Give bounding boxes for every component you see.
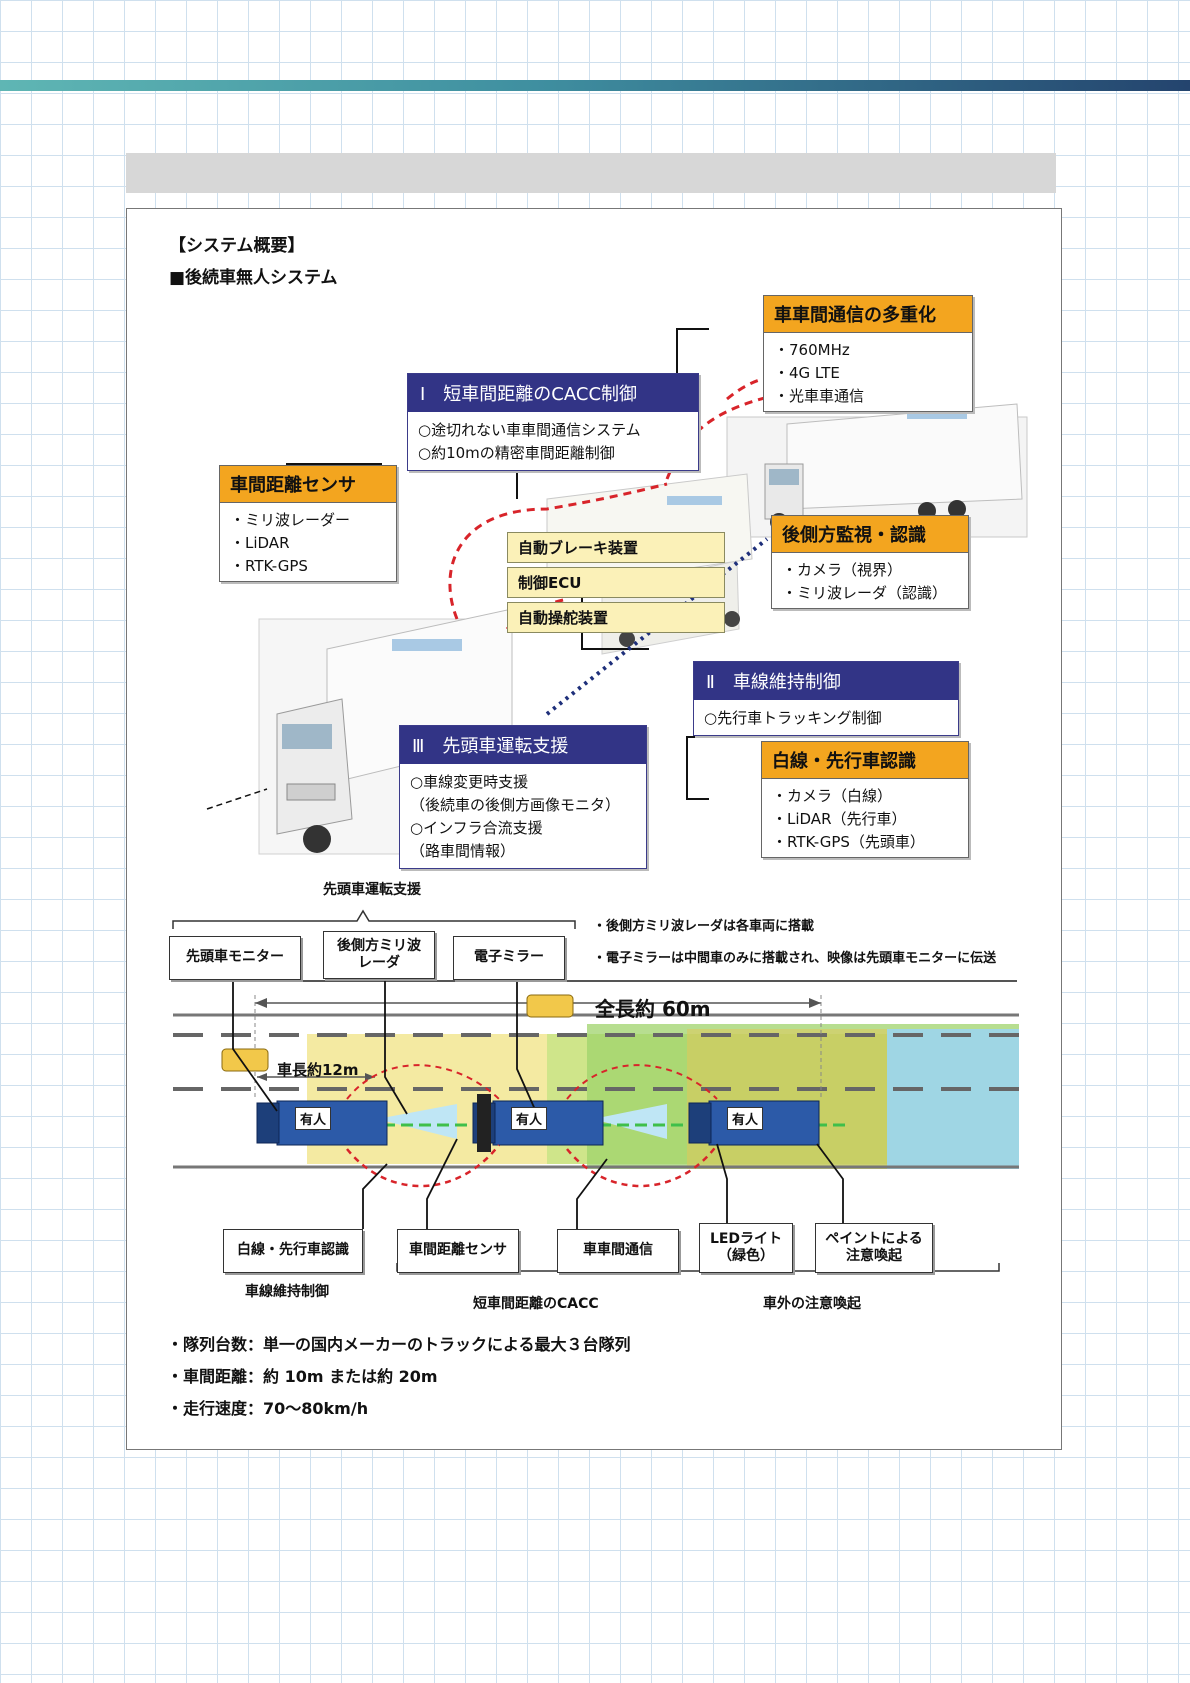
lane-keep-title: Ⅱ 車線維持制御 (694, 662, 958, 700)
total-length-label: 全長約 60m (595, 997, 711, 1021)
coverage-zone-blue (887, 1029, 1019, 1169)
sensor-item: ・RTK-GPS (230, 557, 308, 575)
white-line-box: 白線・先行車認識 ・カメラ（白線） ・LiDAR（先行車） ・RTK-GPS（先… (761, 741, 969, 858)
lane-keep-box: Ⅱ 車線維持制御 ○先行車トラッキング制御 (693, 661, 959, 736)
distance-sensor-box: 車間距離センサ ・ミリ波レーダー ・LiDAR ・RTK-GPS (219, 465, 397, 582)
group-label-lead-support: 先頭車運転支援 (323, 882, 421, 898)
rear-monitoring-box: 後側方監視・認識 ・カメラ（視界） ・ミリ波レーダ（認識） (771, 515, 969, 609)
caption-lane-keep: 車線維持制御 (245, 1284, 329, 1300)
caption-external-alert: 車外の注意喚起 (763, 1296, 861, 1312)
label-white-line-recognition: 白線・先行車認識 (223, 1229, 363, 1273)
comm-item: ・760MHz (774, 341, 850, 359)
lead-item: （路車間情報） (410, 842, 516, 860)
blue-sight-line (545, 537, 769, 716)
device-control-ecu: 制御ECU (507, 567, 725, 598)
comm-item: ・4G LTE (774, 364, 840, 382)
lead-support-title: Ⅲ 先頭車運転支援 (400, 726, 646, 764)
passing-car-2 (221, 1048, 269, 1072)
connector-white-line (686, 736, 709, 800)
comm-redundancy-title: 車車間通信の多重化 (764, 296, 972, 333)
cacc-control-title: Ⅰ 短車間距離のCACC制御 (408, 374, 698, 412)
lower-diagram-art (172, 909, 1019, 1272)
occupied-tag-2: 有人 (511, 1107, 548, 1130)
white-line-item: ・カメラ（白線） (772, 787, 893, 805)
rear-item: ・ミリ波レーダ（認識） (782, 584, 948, 602)
section-banner (126, 153, 1056, 193)
label-lead-monitor: 先頭車モニター (169, 936, 301, 980)
spec-platoon-size: ・隊列台数：単一の国内メーカーのトラックによる最大３台隊列 (167, 1335, 631, 1354)
white-line-title: 白線・先行車認識 (762, 742, 968, 779)
comm-redundancy-box: 車車間通信の多重化 ・760MHz ・4G LTE ・光車車通信 (763, 295, 973, 412)
passing-car-1 (526, 994, 574, 1018)
sensor-item: ・ミリ波レーダー (230, 511, 351, 529)
occupied-tag-3: 有人 (727, 1107, 764, 1130)
comm-arc-1 (346, 1144, 500, 1188)
label-electronic-mirror: 電子ミラー (453, 936, 565, 980)
lane-item: ○先行車トラッキング制御 (704, 709, 882, 727)
brace-top (172, 909, 576, 929)
spec-following-distance: ・車間距離：約 10m または約 20m (167, 1367, 438, 1386)
white-line-item: ・LiDAR（先行車） (772, 810, 907, 828)
label-rear-radar: 後側方ミリ波 レーダ (323, 931, 435, 979)
note-radar: ・後側方ミリ波レーダは各車両に搭載 (593, 919, 815, 934)
rear-item: ・カメラ（視界） (782, 561, 903, 579)
cacc-item: ○約10mの精密車間距離制御 (418, 444, 615, 462)
white-line-item: ・RTK-GPS（先頭車） (772, 833, 925, 851)
header-band (0, 80, 1190, 91)
mirror-unit (477, 1094, 491, 1152)
system-name: ■後続車無人システム (169, 268, 338, 288)
section-title: 【システム概要】 (169, 236, 305, 256)
device-auto-steering: 自動操舵装置 (507, 602, 725, 633)
comm-arc-2 (566, 1144, 719, 1188)
figure-frame: 【システム概要】 ■後続車無人システム (126, 208, 1062, 1450)
cacc-control-box: Ⅰ 短車間距離のCACC制御 ○途切れない車車間通信システム ○約10mの精密車… (407, 373, 699, 471)
lead-item: （後続車の後側方画像モニタ） (410, 796, 621, 814)
device-auto-brake: 自動ブレーキ装置 (507, 532, 725, 563)
red-link-1 (448, 482, 668, 620)
occupied-tag-1: 有人 (295, 1107, 332, 1130)
label-distance-sensor: 車間距離センサ (397, 1229, 519, 1273)
caption-short-cacc: 短車間距離のCACC (473, 1296, 599, 1312)
label-led-light: LEDライト （緑色） (699, 1223, 793, 1273)
dash-extension (206, 788, 268, 810)
note-mirror: ・電子ミラーは中間車のみに搭載され、映像は先頭車モニターに伝送 (593, 951, 997, 966)
distance-sensor-title: 車間距離センサ (220, 466, 396, 503)
label-paint-alert: ペイントによる 注意喚起 (815, 1223, 933, 1273)
label-v2v-comm: 車車間通信 (557, 1229, 679, 1273)
sensor-beam-1 (377, 1104, 457, 1139)
lead-item: ○インフラ合流支援 (410, 819, 543, 837)
rear-monitoring-title: 後側方監視・認識 (772, 516, 968, 553)
sensor-beam-2 (593, 1104, 667, 1139)
spec-speed: ・走行速度：70～80km/h (167, 1399, 369, 1418)
lead-item: ○車線変更時支援 (410, 773, 529, 791)
vehicle-length-label: 車長約12m (277, 1061, 359, 1079)
cacc-item: ○途切れない車車間通信システム (418, 421, 641, 439)
lead-support-box: Ⅲ 先頭車運転支援 ○車線変更時支援 （後続車の後側方画像モニタ） ○インフラ合… (399, 725, 647, 869)
sensor-item: ・LiDAR (230, 534, 290, 552)
comm-item: ・光車車通信 (774, 387, 865, 405)
